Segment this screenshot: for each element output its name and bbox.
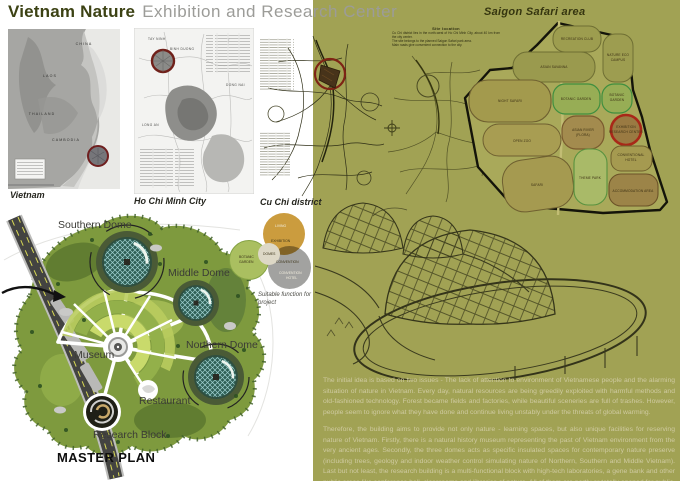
venn-label-hotel: HOTEL [286, 276, 298, 280]
venn-center-overlap [258, 243, 280, 265]
safari-plan: RECREATION CLUB ASIAN SAVANNA NATURE ECO… [463, 20, 669, 216]
zone-label: RECREATION CLUB [561, 37, 593, 41]
label-middle-dome: Middle Dome [168, 267, 230, 279]
zone-label: ASIAN RIVER [572, 128, 594, 132]
master-plan-title: MASTER PLAN [57, 450, 155, 465]
zone-label: RESEARCH CENTER [609, 130, 644, 134]
title-brand: Vietnam Nature [8, 2, 136, 21]
caption-hcmc: Ho Chi Minh City [134, 196, 206, 206]
zone-label: CAMPUS [611, 58, 626, 62]
location-note: Site location Cu Chi district lies in th… [392, 26, 500, 47]
location-note-line: Cu Chi district lies in the north-west o… [392, 31, 500, 39]
venn-label-exhibition: EXHIBITION [271, 239, 291, 243]
location-note-line: The site belongs to the planned Saigon S… [392, 39, 472, 43]
page-title: Vietnam Nature Exhibition and Research Ce… [8, 2, 397, 22]
venn-label-domes: DOMES [263, 252, 276, 256]
venn-label-convention: CONVENTION [279, 271, 302, 275]
safari-title: Saigon Safari area [484, 6, 586, 18]
caption-vietnam: Vietnam [10, 190, 45, 200]
label-southern-dome: Southern Dome [58, 219, 132, 231]
zone-label: BOTANIC [610, 93, 626, 97]
research-block-building [83, 393, 121, 431]
map-label-longan: LONG AN [142, 123, 159, 127]
safari-zone-highlight [609, 113, 643, 147]
label-research-block: Research Block [93, 429, 167, 441]
zone-label: NIGHT SAFARI [498, 99, 522, 103]
caption-cuchi: Cu Chi district [260, 197, 322, 207]
venn-caption: Suitable function for project [258, 292, 312, 306]
zone-label: HOTEL [625, 158, 636, 162]
map-cuchi [260, 35, 384, 197]
venn-label-convention-overlap: CONVENTION [276, 260, 299, 264]
zone-label: BOTANIC GARDEN [561, 97, 592, 101]
function-venn-diagram: LIVING EXHIBITION DOMES CONVENTION CONVE… [226, 212, 326, 312]
venn-label-botanic: BOTANIC [239, 255, 254, 259]
description-paragraph-2: Therefore, the building aims to provide … [323, 426, 675, 481]
zone-label: ACCOMMODATION AREA [613, 189, 655, 193]
compass-icon [384, 120, 400, 136]
label-museum: Museum [74, 349, 115, 361]
zone-label: ASIAN SAVANNA [540, 65, 568, 69]
location-note-heading: Site location [432, 26, 460, 31]
label-restaurant: Restaurant [139, 395, 190, 407]
map-label-binhduong: BINH DUONG [170, 47, 194, 51]
map-hcmc: TAY NINH BINH DUONG DONG NAI LONG AN [134, 28, 254, 194]
zone-label: (FLORA) [576, 133, 590, 137]
map-vietnam: CHINA LAOS THAILAND CAMBODIA [8, 29, 120, 189]
venn-label-living: LIVING [275, 224, 287, 228]
map-label-thailand: THAILAND [29, 112, 56, 116]
title-subtitle: Exhibition and Research Center [142, 2, 398, 21]
master-plan: Southern Dome Middle Dome Northern Dome … [1, 213, 274, 480]
restaurant-building [138, 380, 158, 400]
zone-label: SAFARI [531, 183, 543, 187]
zone-label: OPEN ZOO [513, 139, 531, 143]
dome-perspective-sketch [315, 202, 647, 380]
project-description: The initial idea is based on two issues … [323, 376, 675, 481]
label-northern-dome: Northern Dome [186, 339, 258, 351]
map-label-tayninh: TAY NINH [148, 37, 166, 41]
venn-label-garden: GARDEN [239, 260, 254, 264]
middle-dome [173, 280, 219, 326]
zone-label: CONVENTIONAL [618, 153, 645, 157]
map-label-china: CHINA [76, 42, 93, 46]
map-label-laos: LAOS [43, 74, 57, 78]
location-note-line: Main roads give convenient connection to… [392, 43, 463, 47]
description-paragraph-1: The initial idea is based on two issues … [323, 377, 675, 416]
zone-label: EXHIBITION [616, 125, 636, 129]
southern-dome [89, 224, 165, 300]
zone-label: GARDEN [610, 98, 625, 102]
map-label-cambodia: CAMBODIA [52, 138, 80, 142]
site-marker-cuchi [313, 57, 347, 91]
zone-label: NATURE ECO [607, 53, 630, 57]
map-label-dongnai: DONG NAI [226, 83, 245, 87]
zone-label: THEME PARK [579, 176, 602, 180]
northern-dome [182, 343, 250, 411]
